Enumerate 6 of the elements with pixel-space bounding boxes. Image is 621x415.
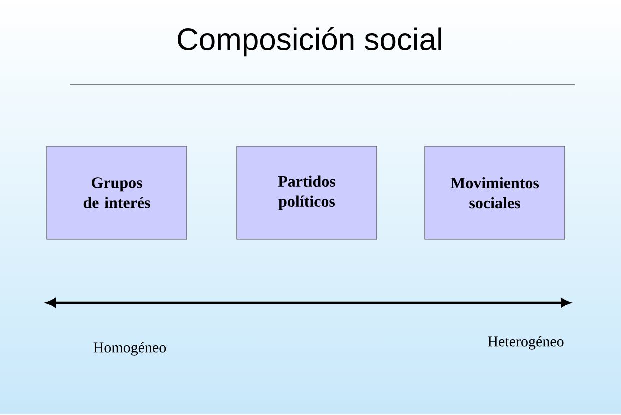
- axis-label: Heterogéneo: [488, 336, 564, 350]
- title: Composición social: [178, 27, 442, 57]
- process-box: Partidos políticos: [236, 146, 378, 240]
- axis-label: Homogéneo: [94, 342, 166, 356]
- process-box: Grupos de interés: [46, 146, 188, 240]
- process-box: Movimientos sociales: [424, 146, 566, 240]
